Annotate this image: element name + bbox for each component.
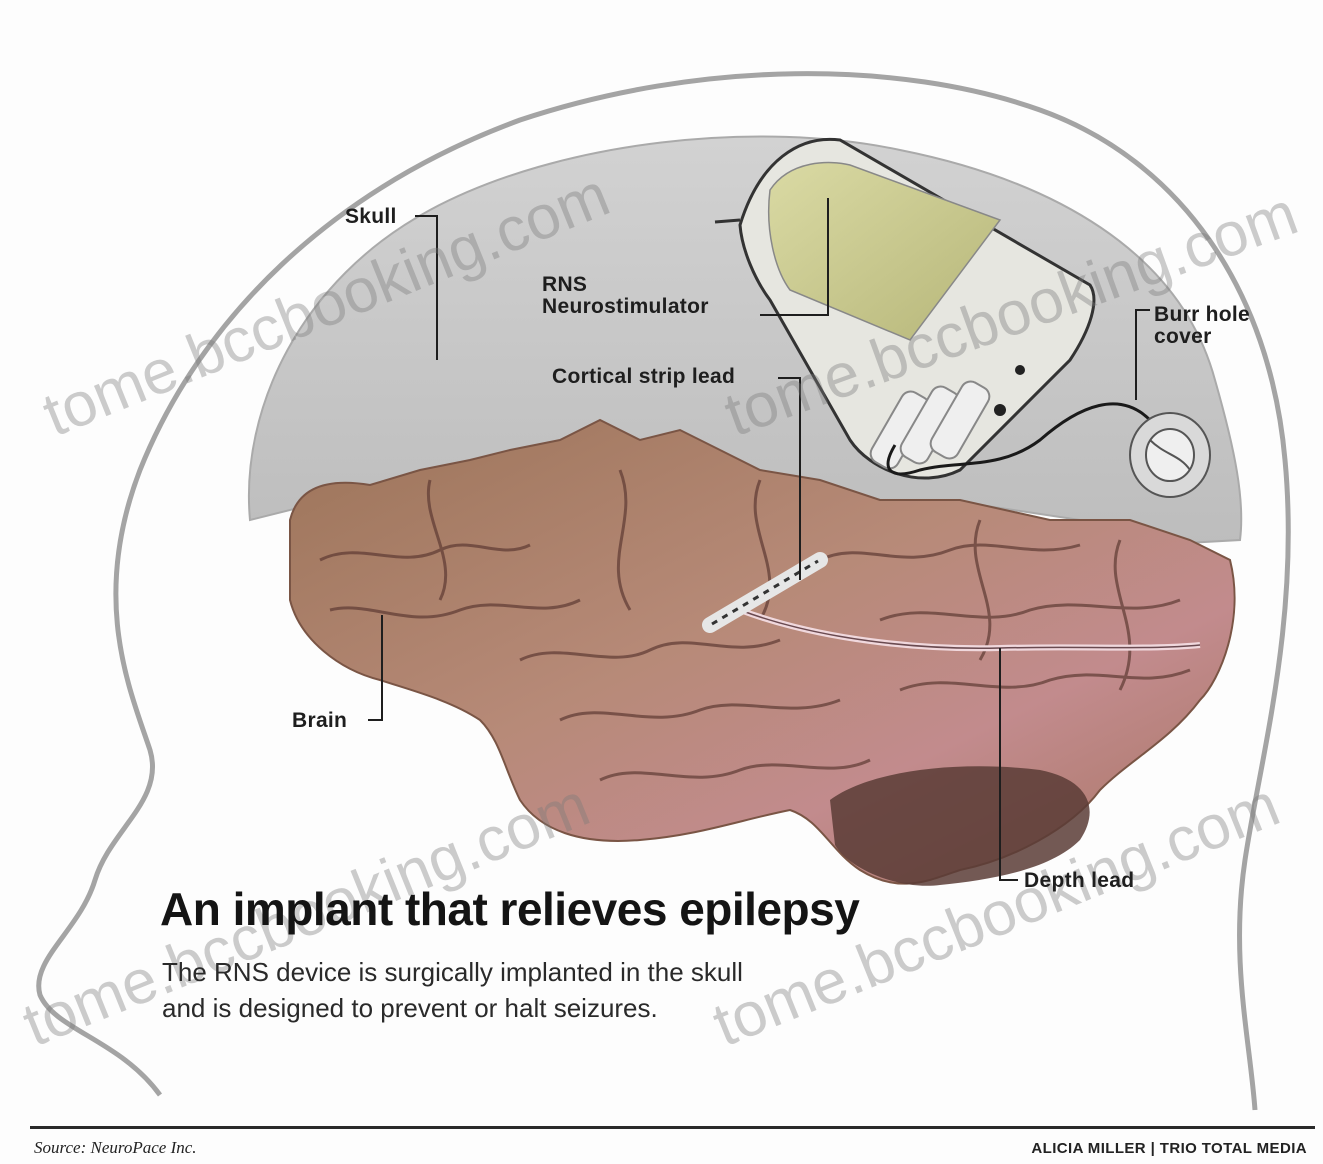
subtitle-line2: and is designed to prevent or halt seizu…: [162, 990, 922, 1026]
burr-hole-cover: [1130, 413, 1210, 497]
burr-hole-cover-label: Burr hole cover: [1154, 304, 1250, 348]
subtitle-line1: The RNS device is surgically implanted i…: [162, 954, 922, 990]
page-title: An implant that relieves epilepsy: [160, 882, 859, 936]
cerebellum: [830, 766, 1090, 886]
skull-label: Skull: [345, 206, 397, 227]
rns-label-line1: RNS: [542, 274, 709, 296]
rns-label-line2: Neurostimulator: [542, 296, 709, 318]
depth-lead-label: Depth lead: [1024, 870, 1134, 891]
artist-credit: ALICIA MILLER | TRIO TOTAL MEDIA: [1031, 1140, 1307, 1157]
footer-divider: [30, 1126, 1315, 1129]
brain-label: Brain: [292, 710, 347, 731]
rns-neurostimulator-label: RNS Neurostimulator: [542, 274, 709, 318]
cortical-strip-lead-label: Cortical strip lead: [552, 366, 735, 387]
page-subtitle: The RNS device is surgically implanted i…: [162, 954, 922, 1026]
burr-label-line1: Burr hole: [1154, 304, 1250, 326]
source-credit: Source: NeuroPace Inc.: [34, 1138, 197, 1158]
burr-label-line2: cover: [1154, 326, 1250, 348]
